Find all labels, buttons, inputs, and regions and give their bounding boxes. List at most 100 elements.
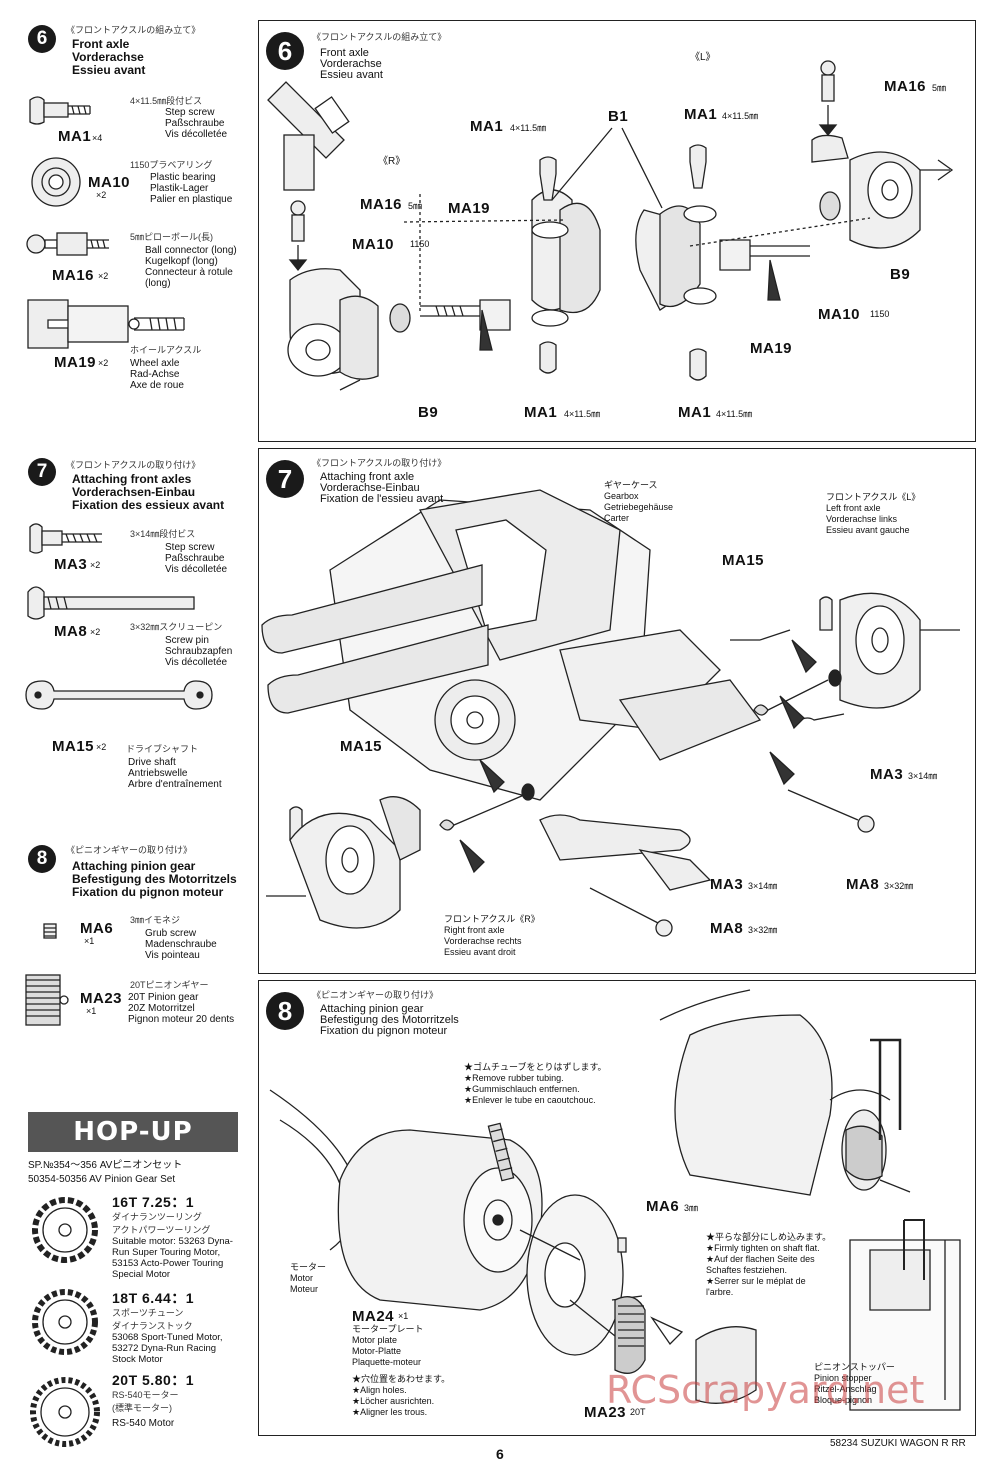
ma1-jp: 4×11.5㎜段付ビス	[130, 96, 203, 106]
p6-ma10s-left: 1150	[870, 309, 890, 319]
panel-6-b1-label: B1	[608, 108, 629, 125]
panel-7-gearbox-label: ギヤーケース Gearbox Getriebegehäuse Carter	[604, 480, 674, 523]
ma8-qty: ×2	[90, 627, 101, 637]
p6-ma16-left: MA16	[884, 78, 927, 95]
ma3-step-screw-icon	[29, 523, 102, 554]
ma8-desc: Screw pin Schraubzapfen Vis décolletée	[165, 635, 233, 668]
ma23-code: MA23	[80, 990, 123, 1007]
gear-16t-icon	[32, 1197, 98, 1263]
step8-motor-drawing	[269, 989, 961, 1411]
ma23-qty: ×1	[86, 1006, 97, 1016]
page-number: 6	[496, 1446, 504, 1462]
step-8-badge: 8	[28, 845, 56, 873]
p7-ma8-right: MA8	[710, 920, 744, 937]
step-6-badge: 6	[28, 25, 56, 53]
ma16-ball-connector-icon	[26, 232, 109, 256]
step-6-title: Front axle Vorderachse Essieu avant	[72, 37, 146, 77]
ma16-qty: ×2	[98, 271, 109, 281]
panel-6-b9-left: B9	[890, 266, 911, 283]
ma6-code: MA6	[80, 920, 114, 937]
ma19-qty: ×2	[98, 358, 109, 368]
p6-ma10-right: MA10	[352, 236, 395, 253]
step-7-jp-title: 《フロントアクスルの取り付け》	[66, 460, 201, 470]
p6-ma19-right: MA19	[448, 200, 491, 217]
p8-ma23: MA23	[584, 1404, 627, 1421]
p7-ma8s-left: 3×32㎜	[884, 881, 914, 891]
gear-16t-ratio: 16T 7.25：1	[112, 1194, 195, 1210]
gear-18t-jp: スポーツチューン ダイナランストック	[112, 1308, 193, 1331]
p6-ma16s-right: 5㎜	[408, 201, 423, 211]
ma23-jp: 20Tピニオンギヤー	[130, 980, 209, 990]
step-6-panel	[258, 20, 976, 442]
p6-ma1-bottom-left: MA1	[678, 404, 712, 421]
hop-up-options-banner: HOP-UP OPTIONS	[28, 1112, 238, 1187]
p6-ma1-top-left: MA1	[684, 106, 718, 123]
ma10-jp: 1150プラベアリング	[130, 160, 213, 170]
p6-ma19-left: MA19	[750, 340, 793, 357]
ma10-bearing-icon	[31, 157, 81, 207]
p6-ma16s-left: 5㎜	[932, 83, 947, 93]
ma1-qty: ×4	[92, 133, 103, 143]
ma23-pinion-gear-icon	[25, 974, 69, 1026]
panel-8-motor-label: モーター Motor Moteur	[290, 1262, 327, 1294]
panel-8-title: Attaching pinion gear Befestigung des Mo…	[320, 1003, 459, 1037]
ma16-jp: 5㎜ピローボール(長)	[130, 232, 213, 242]
p8-ma23s: 20T	[630, 1407, 646, 1417]
panel-8-align-note: ★穴位置をあわせます。 ★Align holes. ★Löcher ausric…	[352, 1374, 451, 1417]
gear-18t-ratio: 18T 6.44：1	[112, 1290, 195, 1306]
step-8-title: Attaching pinion gear Befestigung des Mo…	[72, 859, 237, 899]
step-7-badge: 7	[28, 458, 56, 486]
ma8-jp: 3×32㎜スクリューピン	[130, 622, 223, 632]
ma6-desc: Grub screw Madenschraube Vis pointeau	[145, 928, 217, 961]
panel-8-flat-note: ★平らな部分にしめ込みます。 ★Firmly tighten on shaft …	[706, 1232, 832, 1297]
p7-ma3s-right: 3×14㎜	[748, 881, 778, 891]
p7-ma8s-right: 3×32㎜	[748, 925, 778, 935]
panel-6-title: Front axle Vorderachse Essieu avant	[320, 47, 383, 81]
panel-6-b9-right: B9	[418, 404, 439, 421]
gear-20t-jp: RS-540モーター (標準モーター)	[112, 1390, 179, 1413]
ma15-qty: ×2	[96, 742, 107, 752]
gear-20t-desc: RS-540 Motor	[112, 1418, 175, 1429]
p7-ma15-right: MA15	[340, 738, 383, 755]
ma15-desc: Drive shaft Antriebswelle Arbre d'entraî…	[128, 757, 222, 790]
panel-7-jp-title: 《フロントアクスルの取り付け》	[312, 458, 447, 468]
panel-8-rubber-note: ★ゴムチューブをとりはずします。 ★Remove rubber tubing. …	[464, 1062, 607, 1105]
ma16-desc: Ball connector (long) Kugelkopf (long) C…	[145, 245, 237, 289]
p6-ma1s-bottom-left: 4×11.5㎜	[716, 409, 753, 419]
panel-7-left-axle-label: フロントアクスル《L》 Left front axle Vorderachse …	[826, 492, 921, 535]
ma16-code: MA16	[52, 267, 95, 284]
p6-ma1-bottom-right: MA1	[524, 404, 558, 421]
ma1-code: MA1	[58, 128, 92, 145]
ma10-code: MA10	[88, 174, 131, 191]
ma10-desc: Plastic bearing Plastik-Lager Palier en …	[150, 172, 233, 205]
gear-16t-jp: ダイナランツーリング アクトパワーツーリング	[112, 1212, 211, 1235]
p8-ma6: MA6	[646, 1198, 680, 1215]
panel-8-badge: 8	[266, 992, 304, 1030]
ma6-jp: 3㎜イモネジ	[130, 915, 181, 925]
ma10-qty: ×2	[96, 190, 107, 200]
p7-ma15-left: MA15	[722, 552, 765, 569]
p8-ma24: MA24	[352, 1308, 395, 1325]
ma6-qty: ×1	[84, 936, 95, 946]
ma15-jp: ドライブシャフト	[126, 744, 199, 754]
p6-ma1s-top-right: 4×11.5㎜	[510, 123, 547, 133]
ma8-screw-pin-icon	[27, 586, 195, 620]
ma19-jp: ホイールアクスル	[130, 345, 202, 355]
ma6-grub-screw-icon	[43, 923, 57, 939]
ma19-desc: Wheel axle Rad-Achse Axe de roue	[130, 358, 184, 391]
ma3-qty: ×2	[90, 560, 101, 570]
ma15-drive-shaft-icon	[25, 680, 213, 710]
p6-ma1s-bottom-right: 4×11.5㎜	[564, 409, 601, 419]
panel-7-badge: 7	[266, 460, 304, 498]
model-code: 58234 SUZUKI WAGON R RR	[830, 1438, 966, 1449]
p7-ma8-left: MA8	[846, 876, 880, 893]
panel-7-title: Attaching front axle Vorderachse-Einbau …	[320, 471, 444, 505]
panel-8-jp-title: 《ピニオンギヤーの取り付け》	[312, 990, 439, 1000]
p8-ma24-qty: ×1	[398, 1311, 409, 1321]
gear-20t-ratio: 20T 5.80：1	[112, 1372, 195, 1388]
ma8-code: MA8	[54, 623, 88, 640]
ma3-code: MA3	[54, 556, 88, 573]
ma15-code: MA15	[52, 738, 95, 755]
ma19-code: MA19	[54, 354, 97, 371]
